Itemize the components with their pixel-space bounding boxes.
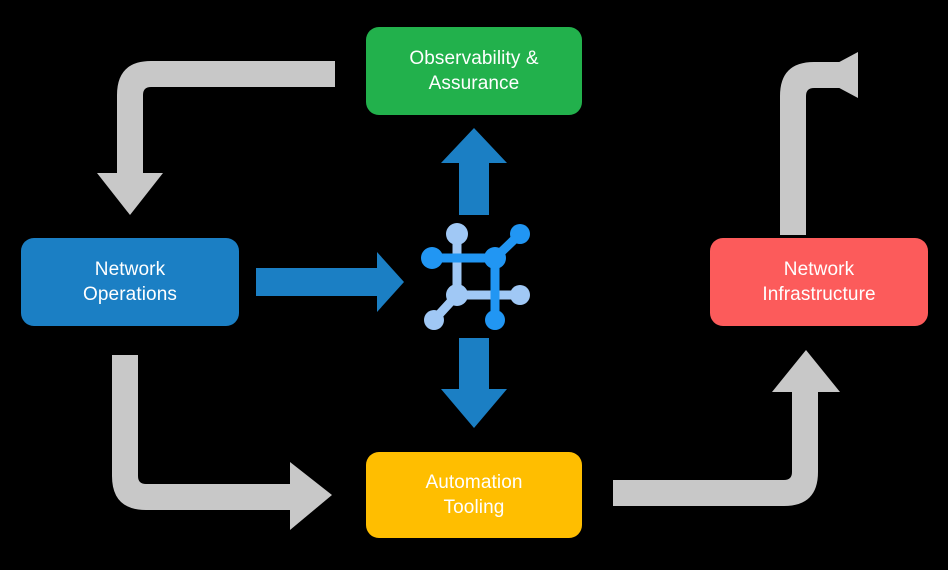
node-label-line1: Network [783, 258, 855, 280]
arrow-observability-to-operations [97, 61, 335, 215]
arrow-infrastructure-to-observability [780, 52, 858, 235]
node-label-line1: Observability & [409, 47, 539, 69]
arrow-center-to-observability [441, 128, 507, 215]
node-label-line2: Assurance [428, 73, 520, 94]
topology-nodes-primary [421, 224, 530, 330]
arrow-automation-to-infrastructure [613, 350, 840, 506]
topology-nodes-secondary [424, 223, 530, 330]
node-label-line1: Network [94, 258, 166, 280]
node-label-line2: Infrastructure [762, 284, 876, 305]
node-observability-assurance[interactable]: Observability & Assurance [366, 27, 582, 115]
arrow-operations-to-automation [112, 355, 332, 530]
network-topology-icon [421, 223, 530, 330]
arrow-operations-to-center [256, 252, 404, 312]
arrow-center-to-automation [441, 338, 507, 428]
node-label-line2: Operations [83, 284, 177, 305]
node-label: Observability & Assurance [409, 46, 538, 97]
node-label-line1: Automation [425, 471, 523, 493]
node-label-line2: Tooling [443, 497, 505, 518]
